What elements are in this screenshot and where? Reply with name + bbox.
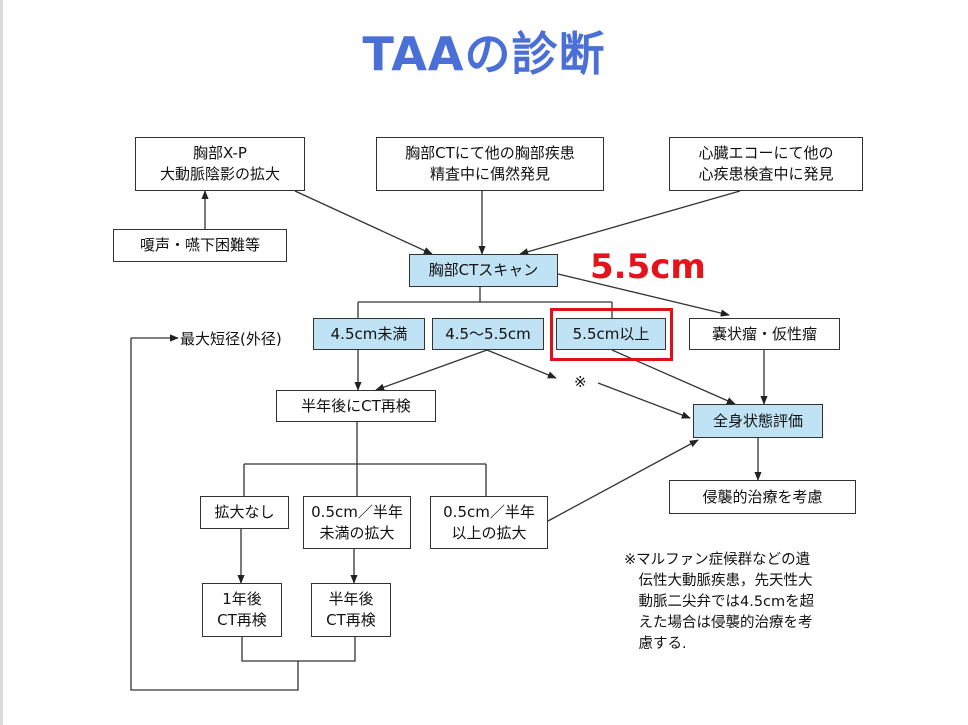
chest-xray-box: 胸部X-P 大動脈陰影の拡大 [135,137,305,191]
ct-scan-box: 胸部CTスキャン [409,254,558,287]
no-enlarge-box: 拡大なし [200,496,289,529]
arrow-echo-to-ct [519,190,741,256]
loop-back-line-outer [130,338,299,691]
enlarge-small-box: 0.5cm／半年 未満の拡大 [303,496,411,549]
recheck-6m-box: 半年後 CT再検 [311,583,391,637]
arrow-asterisk-to-eval [597,382,691,419]
recheck-1y-box: 1年後 CT再検 [202,583,282,637]
page-title: TAAの診断 [362,27,606,81]
invasive-treatment-box: 侵襲的治療を考慮 [669,480,856,514]
under-45-box: 4.5cm未満 [313,318,425,350]
hoarseness-box: 嗄声・嚥下困難等 [113,229,287,262]
arrow-large-to-eval [547,439,699,522]
asterisk-mark: ※ [574,373,587,391]
footnote: ※マルファン症候群などの遺 伝性大動脈疾患，先天性大 動脈二尖弁では4.5cmを… [624,552,815,652]
loop-back-line [241,637,356,662]
highlight-label: 5.5cm [590,247,706,287]
saccular-box: 嚢状瘤・仮性瘤 [689,318,840,350]
enlarge-large-box: 0.5cm／半年 以上の拡大 [430,496,548,549]
ct-incidental-box: 胸部CTにて他の胸部疾患 精査中に偶然発見 [376,137,604,191]
arrow-ct-to-saccular [557,273,730,317]
max-diameter-label: 最大短径(外径) [180,330,282,348]
arrow-xray-to-ct [294,190,433,255]
general-eval-box: 全身状態評価 [693,404,823,438]
slide-edge [0,0,3,725]
highlight-frame [550,308,673,361]
arrow-4555-to-6mo [375,349,488,391]
over-55-box: 5.5cm以上 [556,318,666,350]
range-45-55-box: 4.5〜5.5cm [432,318,544,350]
arrow-4555-to-asterisk [486,349,557,379]
echo-incidental-box: 心臓エコーにて他の 心疾患検査中に発見 [669,137,863,191]
ct-6months-box: 半年後にCT再検 [276,390,436,422]
